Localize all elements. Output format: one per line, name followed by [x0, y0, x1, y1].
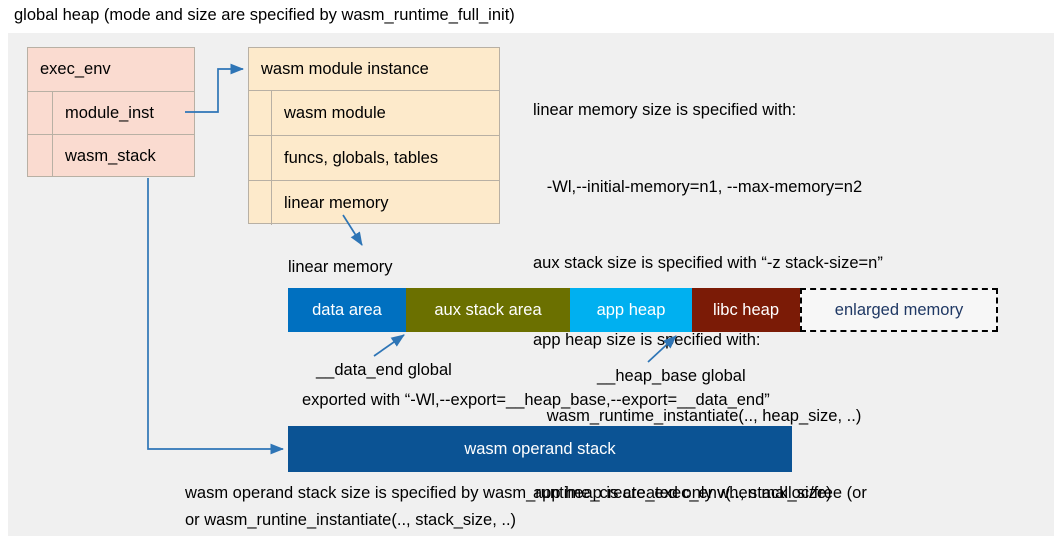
row-gutter: [28, 92, 53, 134]
module-instance-field-label: linear memory: [284, 193, 389, 212]
module-instance-header: wasm module instance: [249, 48, 499, 90]
note-line: aux stack size is specified with “-z sta…: [533, 254, 883, 272]
exported-with-annotation: exported with “-Wl,--export=__heap_base,…: [302, 391, 770, 409]
wasm-operand-stack-box: wasm operand stack: [288, 426, 792, 472]
memory-segment-app-heap: app heap: [570, 288, 692, 332]
note-line: app heap is created only when malloc/fre…: [533, 483, 867, 502]
exec-env-field-module-inst: module_inst: [28, 91, 194, 134]
module-instance-field-label: funcs, globals, tables: [284, 148, 439, 167]
exec-env-header-label: exec_env: [40, 60, 111, 78]
wasm-operand-stack-label: wasm operand stack: [464, 439, 616, 458]
linear-memory-bar-label: linear memory: [288, 258, 393, 276]
wasm-module-instance-box: wasm module instance wasm module funcs, …: [248, 47, 500, 225]
note-line: wasm operand stack size is specified by …: [185, 484, 832, 502]
note-line: linear memory size is specified with:: [533, 101, 797, 119]
page-title: global heap (mode and size are specified…: [14, 6, 515, 24]
module-instance-header-label: wasm module instance: [261, 59, 429, 78]
module-instance-field-funcs-globals-tables: funcs, globals, tables: [249, 135, 499, 180]
row-gutter: [28, 135, 53, 177]
linear-memory-notes: linear memory size is specified with: -W…: [533, 47, 883, 547]
linear-memory-bar: data area aux stack area app heap libc h…: [288, 288, 998, 332]
note-line: -Wl,--initial-memory=n1, --max-memory=n2: [533, 177, 863, 196]
memory-segment-libc-heap: libc heap: [692, 288, 800, 332]
module-instance-field-linear-memory: linear memory: [249, 180, 499, 225]
memory-segment-enlarged-memory: enlarged memory: [800, 288, 998, 332]
row-gutter: [249, 181, 272, 225]
note-line: wasm_runtime_instantiate(.., heap_size, …: [533, 407, 862, 425]
heap-base-annotation: __heap_base global: [597, 367, 746, 385]
operand-stack-notes: wasm operand stack size is specified by …: [185, 480, 832, 534]
module-instance-field-wasm-module: wasm module: [249, 90, 499, 135]
note-line: or wasm_runtine_instantiate(.., stack_si…: [185, 511, 517, 529]
memory-segment-aux-stack-area: aux stack area: [406, 288, 570, 332]
module-instance-field-label: wasm module: [284, 103, 386, 122]
exec-env-box: exec_env module_inst wasm_stack: [27, 47, 195, 177]
exec-env-field-wasm-stack: wasm_stack: [28, 134, 194, 177]
row-gutter: [249, 91, 272, 135]
row-gutter: [249, 136, 272, 180]
exec-env-header: exec_env: [28, 48, 194, 91]
exec-env-field-label: module_inst: [65, 103, 154, 122]
data-end-annotation: __data_end global: [316, 361, 452, 379]
memory-segment-data-area: data area: [288, 288, 406, 332]
exec-env-field-label: wasm_stack: [65, 146, 156, 165]
